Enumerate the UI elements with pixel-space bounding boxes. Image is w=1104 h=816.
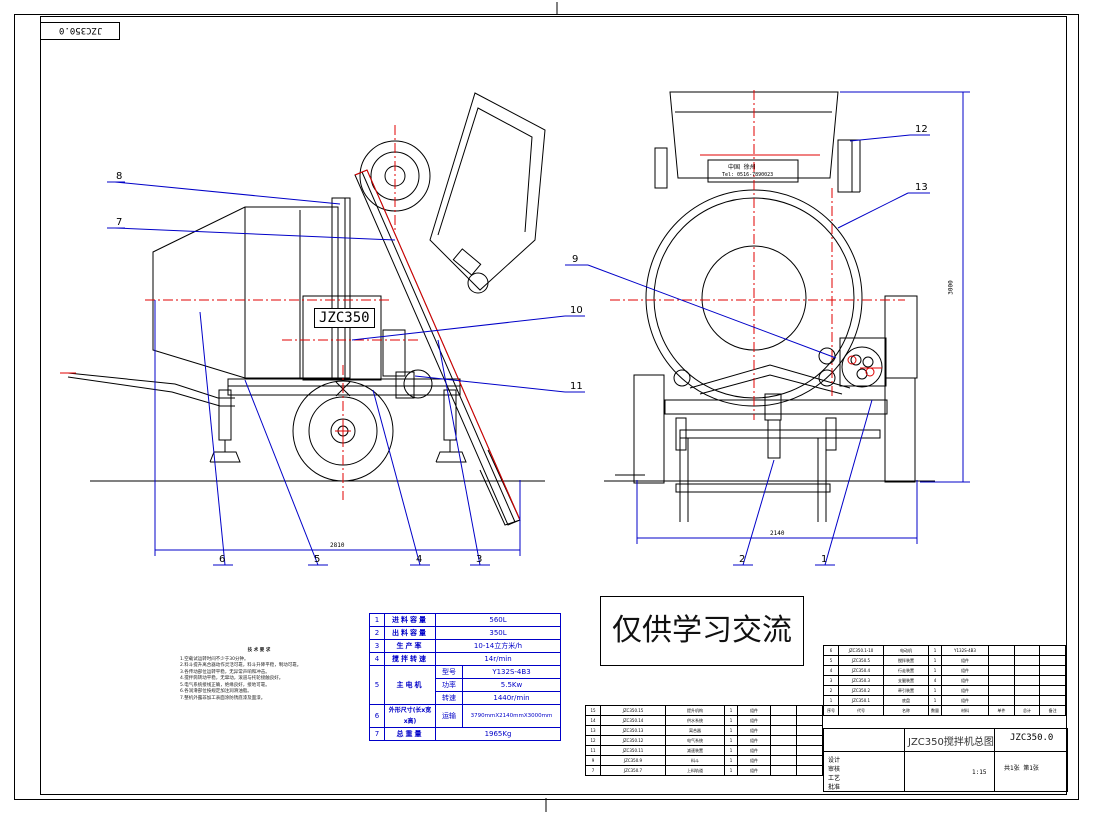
note-item: 6.各润滑部位按规定加注润滑油脂。 [180, 689, 252, 694]
balloon-1: 1 [821, 554, 827, 565]
balloon-11: 11 [570, 381, 583, 392]
title-block-divider [994, 729, 995, 791]
hopper [429, 92, 546, 291]
front-plate-line2: Tel: 0516-7890023 [722, 172, 774, 178]
title-label-process: 工艺 [828, 775, 841, 782]
gearbox [841, 346, 883, 388]
engine-housing [302, 295, 382, 381]
title-label-design: 设计 [828, 757, 841, 764]
dim-overall-length: 2810 [330, 542, 345, 549]
title-label-approve: 批准 [828, 784, 841, 791]
note-item: 5.电气系统接线正确，绝缘良好，接地可靠。 [180, 682, 270, 688]
front-hopper [669, 91, 839, 179]
balloon-8: 8 [116, 171, 122, 182]
note-item: 3.各传动部位运转平稳，无异常声响和冲击。 [180, 669, 270, 675]
balloon-10: 10 [570, 305, 583, 316]
title-block: JZC350搅拌机总图 JZC350.0 设计 审核 工艺 批准 1:15 共1… [823, 728, 1068, 792]
watermark: 仅供学习交流 [600, 596, 804, 666]
balloon-13: 13 [915, 182, 928, 193]
balloon-2: 2 [739, 554, 745, 565]
balloon-5: 5 [314, 554, 320, 565]
balloon-7: 7 [116, 217, 122, 228]
machine-plate-label: JZC350 [314, 308, 375, 328]
scale-value: 1:15 [972, 769, 987, 776]
loading-rail [354, 169, 521, 526]
front-plate-line1: 中国 徐州 [728, 164, 756, 171]
title-block-divider [904, 729, 905, 791]
balloon-12: 12 [915, 124, 928, 135]
sheet-count: 共1张 第1张 [1004, 765, 1039, 772]
technical-notes: 技 术 要 求 1.空载试运转时间不少于30分钟。 2.料斗提升离合器动作灵活可… [180, 648, 338, 702]
tow-bar [67, 372, 235, 399]
note-item: 2.料斗提升离合器动作灵活可靠，料斗升降平稳，制动可靠。 [180, 663, 302, 668]
drawing-title: JZC350搅拌机总图 [908, 737, 994, 748]
note-item: 4.搅拌筒转动平稳，无窜动，滚道与托轮接触良好。 [180, 676, 284, 681]
notes-title: 技 术 要 求 [247, 648, 271, 653]
inner-frame [40, 16, 1067, 795]
dim-overall-width: 2140 [770, 530, 785, 537]
balloon-3: 3 [476, 554, 482, 565]
title-label-review: 审核 [828, 766, 841, 773]
dim-overall-height: 3000 [947, 280, 955, 295]
balloon-9: 9 [572, 254, 578, 265]
bom-header-row: 序号代号名称数量 材料单件总计备注 [823, 705, 1066, 716]
drawing-code: JZC350.0 [1010, 733, 1054, 743]
drawing-code-box: JZC350.0 [40, 22, 120, 40]
balloon-6: 6 [219, 554, 225, 565]
title-block-divider [824, 751, 1067, 752]
note-item: 1.空载试运转时间不少于30分钟。 [180, 656, 249, 662]
balloon-4: 4 [416, 554, 422, 565]
note-item: 7.整机外露非加工表面涂防锈底漆及面漆。 [180, 695, 266, 701]
